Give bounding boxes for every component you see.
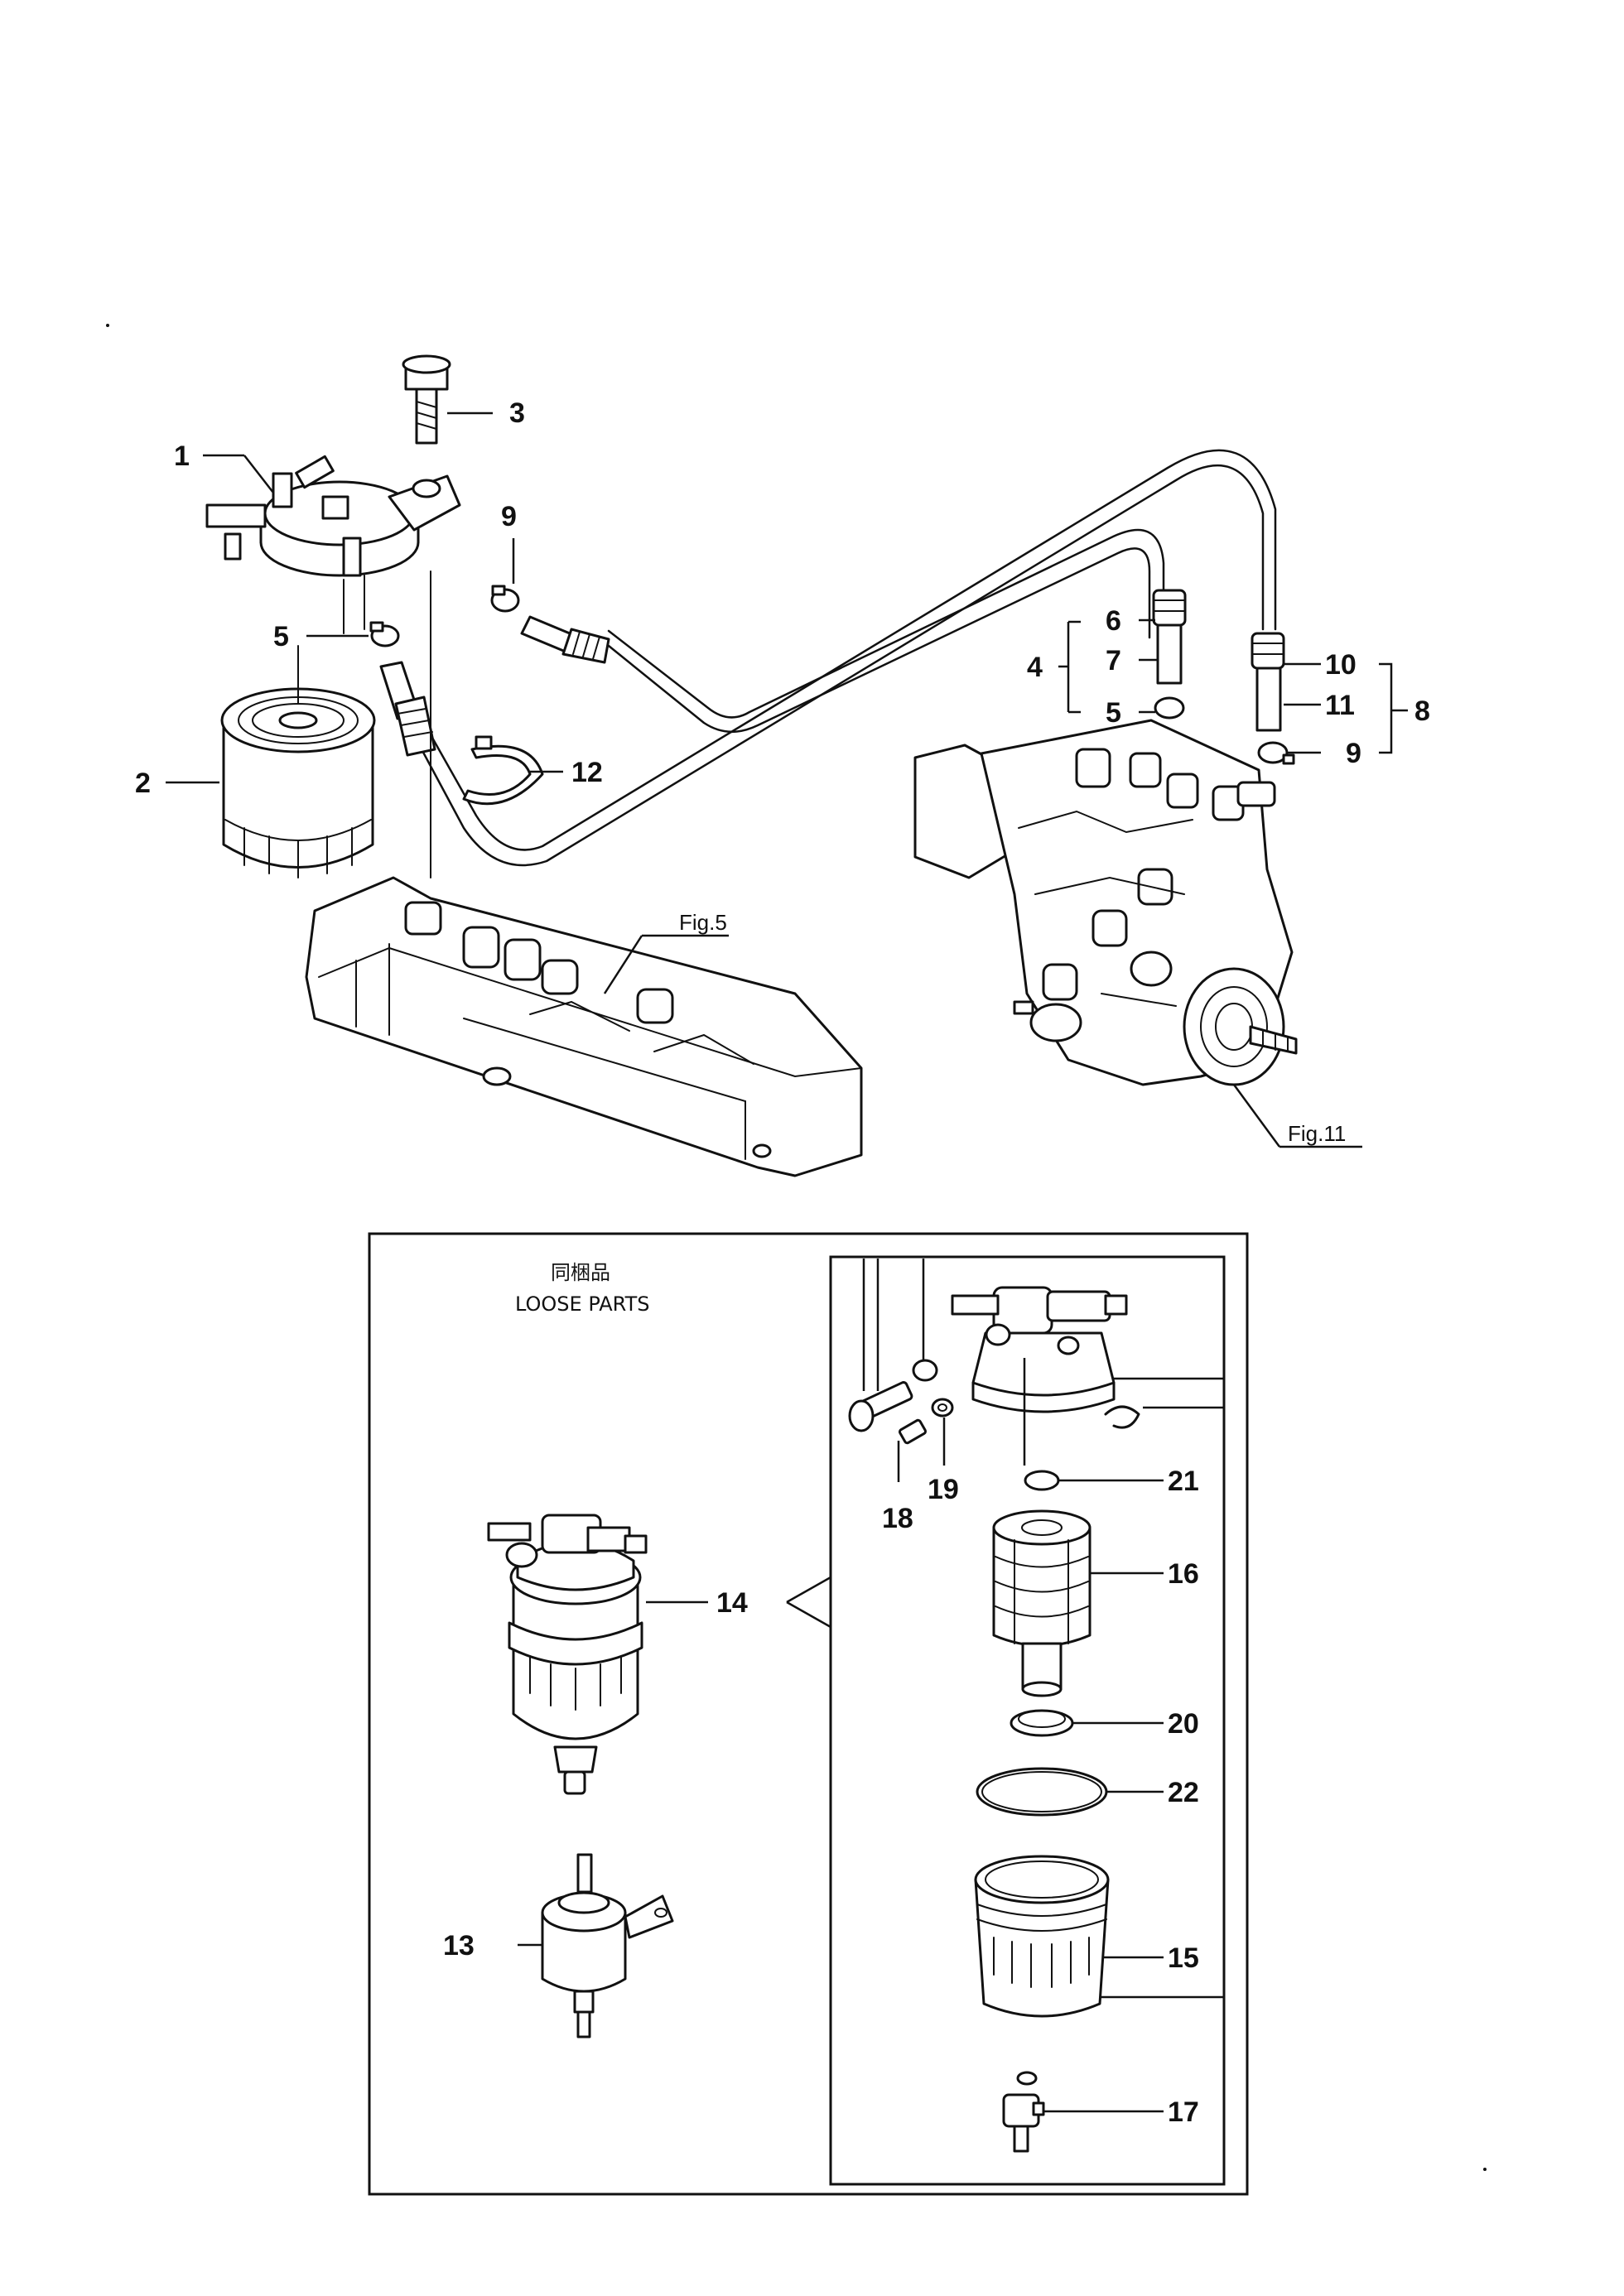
callout-8: 8 [1414,696,1430,727]
loose-parts-frame [368,1232,1249,2196]
hose-segment-feed [379,661,436,757]
callout-13: 13 [443,1930,475,1961]
callout-1: 1 [174,440,190,472]
bracket-4 [1058,620,1081,714]
ring-part-20 [1010,1709,1074,1737]
intake-manifold-fig5 [305,876,863,1177]
callout-18: 18 [882,1503,913,1534]
o-ring-drain [1016,2071,1038,2086]
callout-5-lower: 5 [1106,697,1121,729]
filter-bowl-part-15 [974,1855,1110,2018]
hose-segment-return [520,615,610,664]
callout-14: 14 [716,1587,748,1619]
fuel-feed-hose [400,449,1277,867]
assembly-centerlines [297,570,431,878]
callout-4: 4 [1027,652,1043,683]
callout-7: 7 [1106,645,1121,676]
o-ring-part-21 [1024,1470,1060,1491]
bolt-part-3 [402,354,451,445]
hose-clip-part-9-upper [490,585,520,613]
loose-parts-title-jp: 同梱品 [551,1261,610,1284]
callout-15: 15 [1168,1942,1199,1974]
o-ring-part-22 [976,1767,1108,1817]
drain-plug-part-17 [1002,2093,1045,2153]
loose-parts-title-en: LOOSE PARTS [515,1292,650,1316]
fig-5-reference[interactable]: Fig.5 [679,910,727,935]
exploded-leader-lines [862,1259,1226,2113]
fuel-filter-head-part-1 [205,455,461,577]
scan-dot [1483,2168,1487,2171]
assembly-bracket-14 [646,1576,831,1629]
injection-pump-fig11 [913,719,1298,1086]
callout-20: 20 [1168,1708,1199,1740]
callout-9-upper: 9 [501,501,517,532]
callout-3: 3 [509,397,525,429]
callout-16: 16 [1168,1558,1199,1590]
fuel-return-hose [607,528,1165,734]
filter-element-part-16 [992,1509,1092,1697]
scan-dot [106,324,109,327]
callout-19: 19 [928,1474,959,1505]
filter-head-exploded [951,1286,1128,1413]
fuel-pump-part-13 [541,1853,674,2038]
leader-lines-top [166,412,1362,1148]
retaining-clip [1104,1405,1140,1429]
bracket-8 [1379,662,1408,754]
o-ring-near-head [912,1359,938,1382]
callout-5-upper: 5 [273,621,289,652]
washer-part-19 [931,1398,954,1418]
callout-17: 17 [1168,2096,1199,2128]
air-vent-plug [848,1381,913,1432]
hose-clip-part-5-upper [369,621,400,647]
callout-2: 2 [135,768,151,799]
hose-part-10-11-group [1251,632,1295,765]
fig-11-reference[interactable]: Fig.11 [1288,1121,1346,1146]
bolt-part-18 [898,1418,928,1445]
callout-6: 6 [1106,605,1121,637]
callout-12: 12 [571,757,603,788]
fuel-filter-assembly-part-14 [487,1514,648,1795]
callout-9-lower: 9 [1346,738,1361,769]
callout-22: 22 [1168,1777,1199,1808]
hose-part-6-7-group [1152,589,1187,720]
filter-element-part-2 [220,687,376,878]
band-clip-part-12 [462,735,544,806]
callout-11: 11 [1325,690,1355,721]
callout-10: 10 [1325,649,1357,681]
callout-21: 21 [1168,1466,1199,1497]
